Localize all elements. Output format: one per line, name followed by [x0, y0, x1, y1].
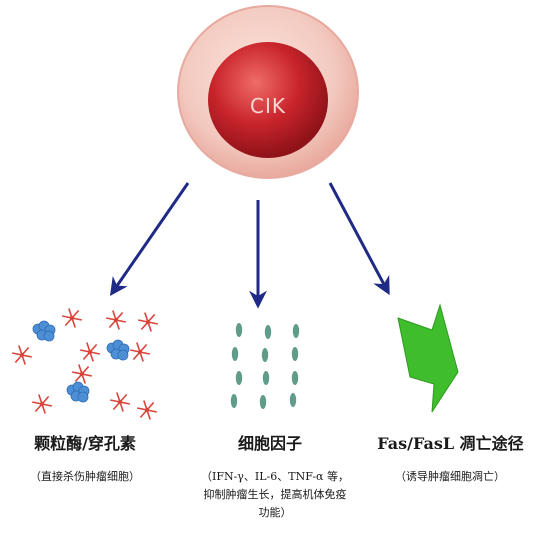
perforin-blob-icon [66, 381, 90, 403]
perforin-blob-icon [32, 320, 56, 342]
granzyme-star-icon [110, 392, 130, 412]
granzyme-star-icon [12, 345, 32, 365]
cytokine-dot [235, 371, 243, 385]
cytokine-dot [235, 323, 243, 337]
cytokine-dot [261, 348, 269, 362]
cytokine-cluster [230, 323, 300, 409]
perforin-blob-icon [106, 339, 130, 361]
fas-fasl-shape [397, 303, 459, 413]
cytokine-dot [291, 371, 299, 385]
cytokine-dot [264, 325, 272, 339]
cytokine-dot [291, 347, 299, 361]
granzyme-perforin-cluster [12, 308, 158, 420]
note-line: 功能） [258, 506, 292, 519]
cytokine-dot [262, 371, 270, 385]
granzyme-star-icon [32, 394, 52, 414]
note-line: 抑制肿瘤生长，提高机体免疫 [203, 488, 347, 501]
granzyme-star-icon [80, 342, 100, 362]
granzyme-star-icon [137, 400, 157, 420]
arrow-right [328, 182, 390, 296]
branch-title-fas: Fas/FasL 凋亡途径 [377, 434, 524, 453]
granzyme-star-icon [62, 308, 82, 328]
granzyme-star-icon [72, 364, 92, 384]
cytokine-dot [230, 394, 238, 408]
arrow-left [109, 182, 190, 296]
cik-cell [177, 5, 359, 179]
granzyme-star-icon [130, 342, 150, 362]
cytokine-dot [292, 324, 300, 338]
branch-note-granzyme: （直接杀伤肿瘤细胞） [10, 468, 160, 486]
note-line: （诱导肿瘤细胞凋亡） [395, 470, 505, 483]
cytokine-dot [289, 393, 297, 407]
branch-title-cytokine: 细胞因子 [237, 434, 302, 453]
note-line: （IFN-γ、IL-6、TNF-α 等， [200, 470, 349, 483]
cell-nucleus [208, 42, 328, 158]
branch-note-fas: （诱导肿瘤细胞凋亡） [375, 468, 525, 486]
granzyme-star-icon [106, 310, 126, 330]
branch-title-granzyme: 颗粒酶/穿孔素 [34, 434, 136, 453]
branch-note-cytokine: （IFN-γ、IL-6、TNF-α 等， 抑制肿瘤生长，提高机体免疫 功能） [180, 468, 370, 522]
cytokine-dot [259, 395, 267, 409]
cell-label: CIK [250, 94, 286, 118]
granzyme-star-icon [138, 312, 158, 332]
note-line: （直接杀伤肿瘤细胞） [30, 470, 140, 483]
cytokine-dot [231, 347, 239, 361]
